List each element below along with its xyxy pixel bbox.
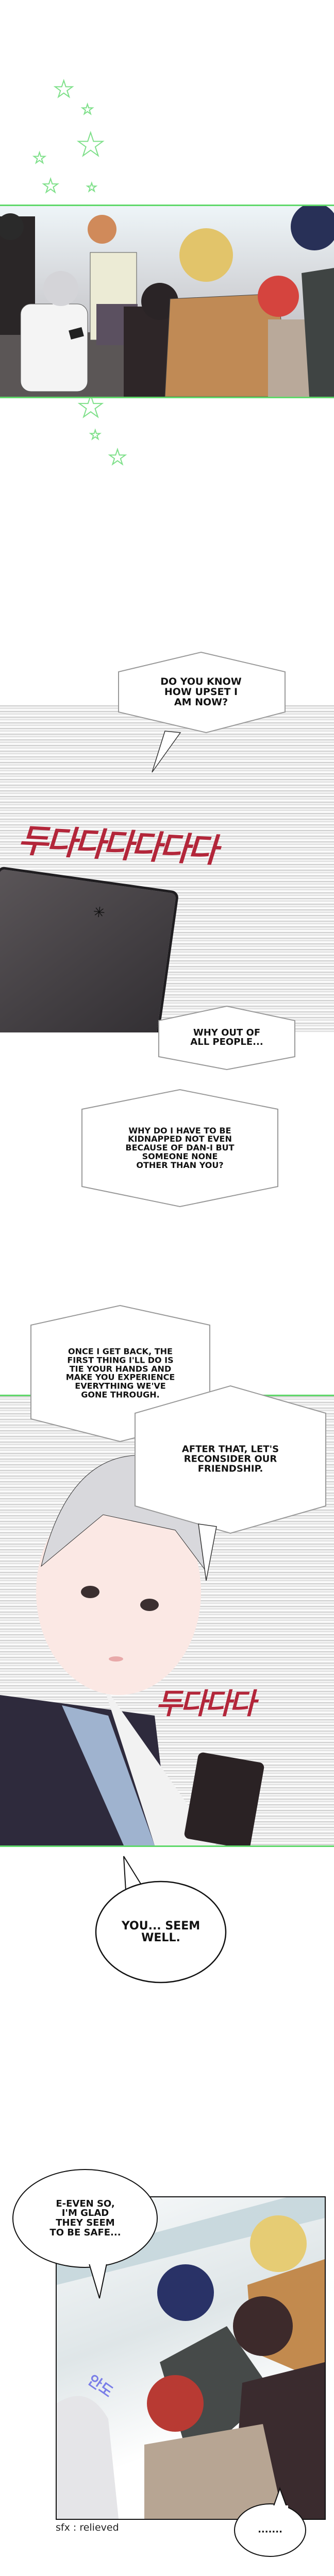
star-icon: ★ [76, 126, 106, 163]
white-suit-character [20, 303, 88, 392]
speech-bubble-glad: E-EVEN SO, I'M GLAD THEY SEEM TO BE SAFE… [12, 2168, 159, 2299]
red-hair-character [258, 276, 299, 317]
bubble-text: AFTER THAT, LET'S RECONSIDER OUR FRIENDS… [181, 1444, 279, 1475]
panel-tablet: ✳ [0, 705, 334, 1032]
panel-friends-relieved: 안도 [56, 2196, 326, 2520]
bubble-text: ....... [258, 2524, 282, 2535]
blue-hair-character [302, 268, 334, 397]
tablet-device: ✳ [0, 866, 179, 1032]
star-icon: ★ [89, 428, 101, 442]
angry-vein-icon: ✳ [92, 903, 107, 921]
panel-group-scene [0, 205, 334, 398]
friends-illustration [57, 2197, 325, 2519]
necktie [62, 1705, 155, 1845]
speech-bubble-silence: ....... [233, 2487, 307, 2557]
speech-bubble-kidnapped: WHY DO I HAVE TO BE KIDNAPPED NOT EVEN B… [81, 1089, 279, 1208]
star-icon: ★ [32, 149, 46, 166]
star-icon: ★ [53, 76, 74, 103]
speech-bubble-seem-well: YOU... SEEM WELL. [95, 1856, 227, 1984]
bubble-text: ONCE I GET BACK, THE FIRST THING I'LL DO… [65, 1346, 175, 1400]
red-hair-character [144, 2424, 283, 2519]
blue-hair-character [160, 2326, 273, 2465]
bubble-text: WHY DO I HAVE TO BE KIDNAPPED NOT EVEN B… [125, 1125, 235, 1170]
speech-bubble-upset: DO YOU KNOW HOW UPSET I AM NOW? [116, 651, 286, 773]
speech-bubble-after: AFTER THAT, LET'S RECONSIDER OUR FRIENDS… [134, 1385, 327, 1581]
bubble-text: E-EVEN SO, I'M GLAD THEY SEEM TO BE SAFE… [49, 2198, 121, 2239]
bubble-text: WHY OUT OF ALL PEOPLE... [190, 1027, 263, 1048]
phone-icon [69, 327, 84, 340]
blonde-character [164, 293, 289, 397]
group-scene-illustration [0, 206, 334, 397]
dark-hair-character [124, 307, 170, 397]
star-icon: ★ [42, 176, 59, 197]
star-icon: ★ [86, 181, 97, 194]
star-icon: ★ [81, 102, 94, 117]
white-hair-character-illustration [0, 1454, 264, 1845]
sfx-caption: sfx : relieved [56, 2522, 119, 2533]
phone-icon [184, 1752, 264, 1845]
star-icon: ★ [108, 446, 127, 469]
speech-bubble-why: WHY OUT OF ALL PEOPLE... [158, 1005, 296, 1071]
bubble-text: YOU... SEEM WELL. [121, 1919, 201, 1944]
white-hair-character-back [57, 2396, 119, 2519]
sfx-typing: 두다다다 [156, 1687, 256, 1721]
bubble-text: DO YOU KNOW HOW UPSET I AM NOW? [160, 676, 242, 708]
